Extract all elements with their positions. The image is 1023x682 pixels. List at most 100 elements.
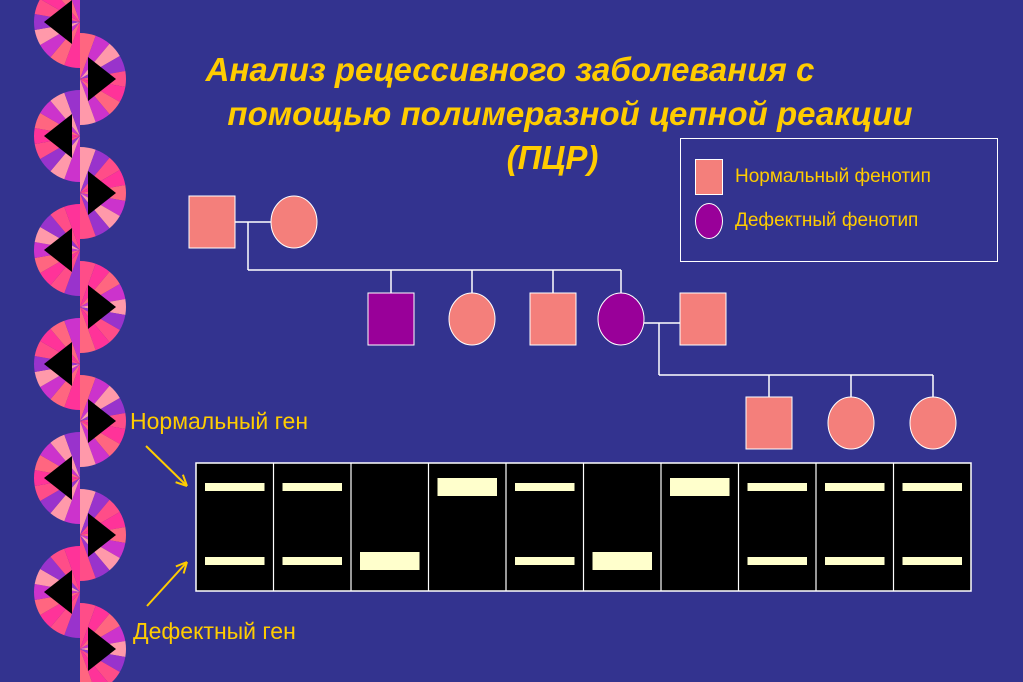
fan-segment [80, 489, 96, 535]
fan-segment [50, 92, 80, 136]
pcr-gel [195, 462, 972, 592]
legend-box: Нормальный фенотип Дефектный фенотип [680, 138, 998, 262]
fan-segment [80, 35, 110, 79]
fan-handle [88, 513, 116, 557]
slide-title: Анализ рецессивного заболевания с помощь… [150, 48, 990, 180]
legend-defective-label: Дефектный фенотип [735, 210, 919, 231]
normal-gene-band [670, 478, 730, 496]
defective-gene-band [360, 552, 420, 570]
defective-gene-band [515, 557, 575, 565]
fan-segment [80, 263, 110, 307]
normal-gene-band [282, 483, 342, 491]
normal-gene-label: Нормальный ген [130, 408, 309, 434]
fan-segment [80, 79, 110, 123]
fan-handle [44, 0, 72, 44]
fan-segment [50, 250, 80, 294]
square-icon [695, 159, 723, 195]
fan-segment [64, 478, 80, 524]
fan-segment [80, 149, 110, 193]
normal-gene-band [205, 483, 265, 491]
fan-handle [44, 456, 72, 500]
fan-segment [50, 478, 80, 522]
gen3-person-male [745, 396, 793, 450]
pedigree-chart [188, 195, 957, 450]
defective-gene-band [825, 557, 885, 565]
fan-segment [64, 546, 80, 592]
fan-segment [64, 136, 80, 182]
title-line-3: (ПЦР) [506, 139, 599, 176]
gen2-person-female [597, 292, 645, 346]
fan-segment [80, 307, 110, 351]
fan-segment [80, 375, 96, 421]
fan-segment [50, 548, 80, 592]
legend-normal: Нормальный фенотип [695, 159, 931, 195]
normal-gene-band [437, 478, 497, 496]
fan-handle [44, 570, 72, 614]
fan-segment [80, 649, 93, 682]
fan-segment [80, 421, 96, 467]
fan-handle [88, 285, 116, 329]
title-line-2: помощью полимеразной цепной реакции [227, 95, 913, 132]
fan-segment [64, 90, 80, 136]
fan-segment [50, 320, 80, 364]
gen3-person-female [909, 396, 957, 450]
fan-handle [44, 342, 72, 386]
legend-normal-label: Нормальный фенотип [735, 166, 931, 187]
fan-segment [80, 33, 96, 79]
fan-segment [80, 147, 96, 193]
defective-gene-band [747, 557, 807, 565]
normal-gene-band [825, 483, 885, 491]
fan-segment [71, 0, 80, 22]
gen2-person-male [367, 292, 415, 346]
defective-gene-band [592, 552, 652, 570]
fan-segment [80, 421, 110, 465]
fan-decoration-border [34, 0, 127, 682]
fan-handle [88, 399, 116, 443]
fan-segment [80, 535, 96, 581]
fan-segment [80, 377, 110, 421]
circle-icon [695, 203, 723, 239]
fan-segment [80, 79, 96, 125]
fan-segment [50, 136, 80, 180]
defective-gene-band [282, 557, 342, 565]
gen2-person-male [679, 292, 727, 346]
fan-segment [80, 193, 110, 237]
fan-segment [80, 193, 96, 239]
gen2-person-female [448, 292, 496, 346]
normal-gene-band [747, 483, 807, 491]
normal-gene-band [902, 483, 962, 491]
gen1-person-male [188, 195, 236, 249]
fan-segment [50, 364, 80, 408]
fan-segment [50, 206, 80, 250]
fan-segment [80, 491, 110, 535]
normal-gene-arrow-head [175, 474, 188, 487]
defective-gene-band [902, 557, 962, 565]
gene-arrows [145, 445, 188, 607]
defective-gene-band [205, 557, 265, 565]
gen1-person-female [270, 195, 318, 249]
defective-gene-arrow-shaft [146, 561, 188, 607]
defective-gene-arrow-head [175, 561, 188, 574]
fan-handle [44, 114, 72, 158]
fan-segment [50, 434, 80, 478]
fan-segment [80, 535, 110, 579]
gen3-person-female [827, 396, 875, 450]
fan-segment [64, 432, 80, 478]
fan-segment [80, 261, 96, 307]
normal-gene-arrow-shaft [145, 445, 188, 487]
fan-handle [88, 57, 116, 101]
fan-segment [64, 364, 80, 411]
fan-segment [50, 22, 80, 66]
fan-segment [41, 0, 80, 22]
fan-handle [88, 627, 116, 671]
legend-defective: Дефектный фенотип [695, 203, 918, 239]
fan-handle [88, 171, 116, 215]
fan-segment [64, 250, 80, 296]
fan-segment [80, 605, 110, 649]
normal-gene-band [515, 483, 575, 491]
fan-segment [64, 592, 80, 638]
gen2-person-male [529, 292, 577, 346]
defective-gene-label: Дефектный ген [133, 618, 296, 644]
fan-segment [64, 22, 80, 68]
fan-segment [80, 307, 96, 353]
